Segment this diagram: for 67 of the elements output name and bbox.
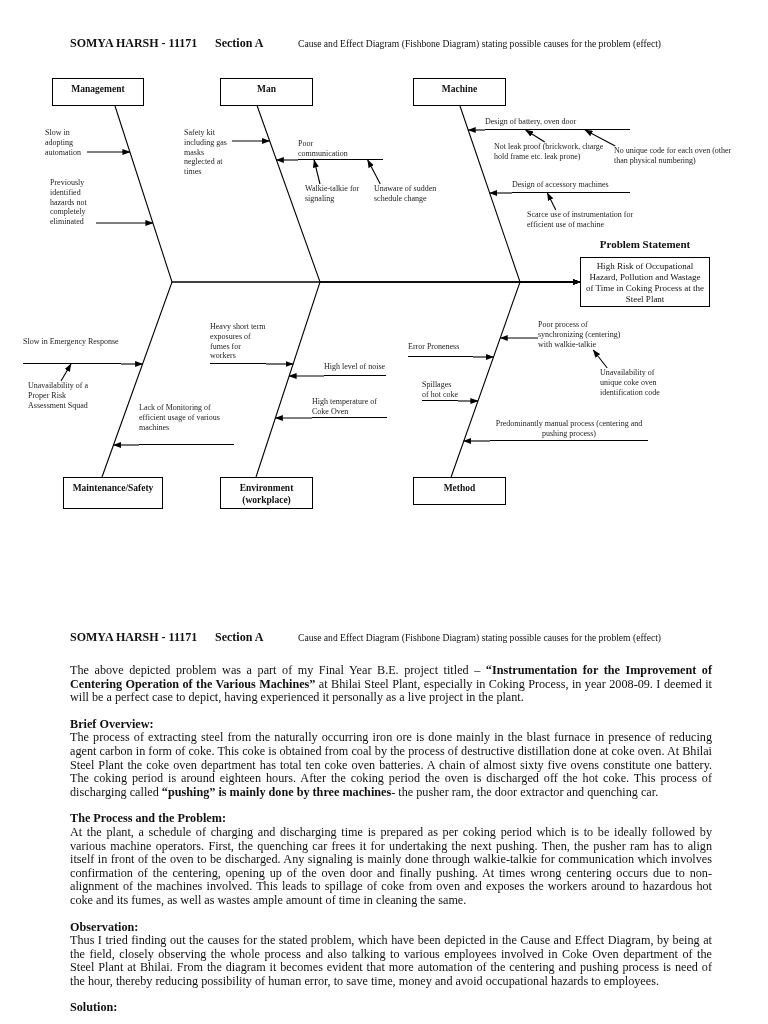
header-text: Section A (215, 630, 264, 645)
cause-line: Design of accessory machines (512, 180, 630, 193)
arrow (457, 398, 479, 404)
arrow (499, 335, 539, 341)
arrow (472, 354, 495, 360)
cause-line: Heavy short term exposures of fumes for workers (210, 322, 266, 364)
cause-line: Lack of Monitoring of efficient usage of various machines (139, 403, 234, 445)
section-heading: Observation: (70, 920, 140, 935)
arrow (467, 127, 486, 133)
paragraph: The process of extracting steel from the naturally occurring iron ore is done mainly in the blast furnace in presence of reducing agent carbon in form of coke. This coke is obtained from coal by the process of destructive distillation done at coke oven. At Bhilai Steel Plant the coke oven department has total ten coke oven batteries. A chain of almost sixty five ovens constitute one battery. The coking period is around eighteen hours. After the coking period the oven is discharged off the hot coke. This process of discharging called “pushing” is mainly done by three machines- the pusher ram, the door extractor and quenching car. (70, 731, 712, 800)
cause-line: High temperature of Coke Oven (312, 397, 387, 418)
cause-label: Unaware of sudden schedule change (374, 184, 444, 204)
problem-box: High Risk of Occupational Hazard, Pollution and Wastage of Time in Coking Process at the Steel Plant (580, 257, 710, 307)
arrow (275, 157, 299, 163)
cause-label: Previously identified hazards not completely eliminated (50, 178, 96, 228)
cause-line: Slow in Emergency Response (23, 337, 121, 364)
header-text: SOMYA HARSH - 11171 (70, 630, 198, 645)
category-box: Method (413, 477, 506, 505)
arrow (525, 129, 546, 143)
arrow (265, 361, 294, 367)
arrow (95, 220, 154, 226)
arrow (313, 159, 321, 185)
category-box: Man (220, 78, 313, 106)
arrow (367, 159, 381, 185)
cause-label: Poor process of synchronizing (centering) with walkie-talkie (538, 320, 630, 350)
category-box: Environment (workplace) (220, 477, 313, 509)
bone-arrow (450, 279, 581, 478)
cause-label: Walkie-talkie for signaling (305, 184, 365, 204)
arrow (546, 192, 557, 211)
paragraph: Thus I tried finding out the causes for the stated problem, which have been depicted in the Cause and Effect Diagram, by being at the field, closely observing the whole process and also talking to various employees involved in Coke Oven department of the Steel Plant at Bhilai. From the diagram it becomes evident that more automation of the centering and pushing process is need of the hour, thereby reducing possibility of human error, to save time, money and avoid occupational hazards to employees. (70, 934, 712, 989)
section-heading: Solution: (70, 1001, 119, 1016)
arrow (231, 138, 271, 144)
category-box: Maintenance/Safety (63, 477, 163, 509)
section-heading: Brief Overview: (70, 717, 155, 732)
cause-line: High level of noise (324, 362, 386, 376)
cause-line: Predominantly manual process (centering and pushing process) (490, 419, 648, 441)
cause-label: No unique code for each oven (other than physical numbering) (614, 146, 732, 166)
page-title: Cause and Effect Diagram (Fishbone Diagram) stating possible causes for the problem (effect) (298, 632, 662, 643)
cause-label: Safety kit including gas masks neglected at times (184, 128, 232, 178)
cause-line: Design of battery, oven door (485, 117, 630, 130)
category-box: Machine (413, 78, 506, 106)
arrow (288, 373, 325, 379)
arrow (463, 438, 491, 444)
page-title: Cause and Effect Diagram (Fishbone Diagram) stating possible causes for the problem (effect) (298, 38, 662, 49)
category-box: Management (52, 78, 144, 106)
cause-label: Scarce use of instrumentation for efficient use of machine (527, 210, 652, 230)
cause-line: Error Proneness (408, 342, 473, 357)
arrow (112, 442, 140, 448)
heading: Problem Statement (598, 237, 692, 251)
cause-label: Slow in adopting automation (45, 128, 87, 158)
cause-label: Not leak proof (brickwork, charge hold frame etc. leak prone) (494, 142, 612, 162)
arrow (274, 415, 313, 421)
cause-line: Poor communication (298, 139, 383, 160)
arrow (584, 129, 616, 147)
paragraph: At the plant, a schedule of charging and discharging time is prepared as per coking period which is to be ideally followed by various machine operators. First, the quenching car frees it for undertaking the next pushing. Then, the pusher ram has to align itself in front of the oven to be discharged. Any signaling is mainly done through walkie-talkie for communication which involves confirmation of the centering, opening up of the oven door and finally pushing. At times wrong centering occurs due to non-alignment of the machines involved. This leads to spillage of coke from oven and exposes the workers around to hazardous hot coke and its fumes, as well as wastes ample amount of time in cleaning the same. (70, 825, 712, 908)
cause-label: Unavailability of unique coke oven identification code (600, 368, 672, 398)
paragraph: The above depicted problem was a part of my Final Year B.E. project titled – “Instrumentation for the Improvement of Centering Operation of the Various Machines” at Bhilai Steel Plant, especially in Coking Process, in year 2008-09. I deemed it will be a perfect case to depict, having experienced it personally as a live project in the plant. (70, 664, 712, 705)
section-heading: The Process and the Problem: (70, 812, 227, 826)
header-text: SOMYA HARSH - 11171 (70, 36, 198, 51)
arrow (592, 349, 608, 369)
arrow (60, 363, 72, 382)
header-text: Section A (215, 36, 264, 51)
cause-line: Spillages of hot coke (422, 380, 458, 401)
cause-label: Unavailability of a Proper Risk Assessment Squad (28, 381, 94, 411)
arrow (489, 190, 513, 196)
arrow (86, 149, 131, 155)
arrow (120, 361, 144, 367)
